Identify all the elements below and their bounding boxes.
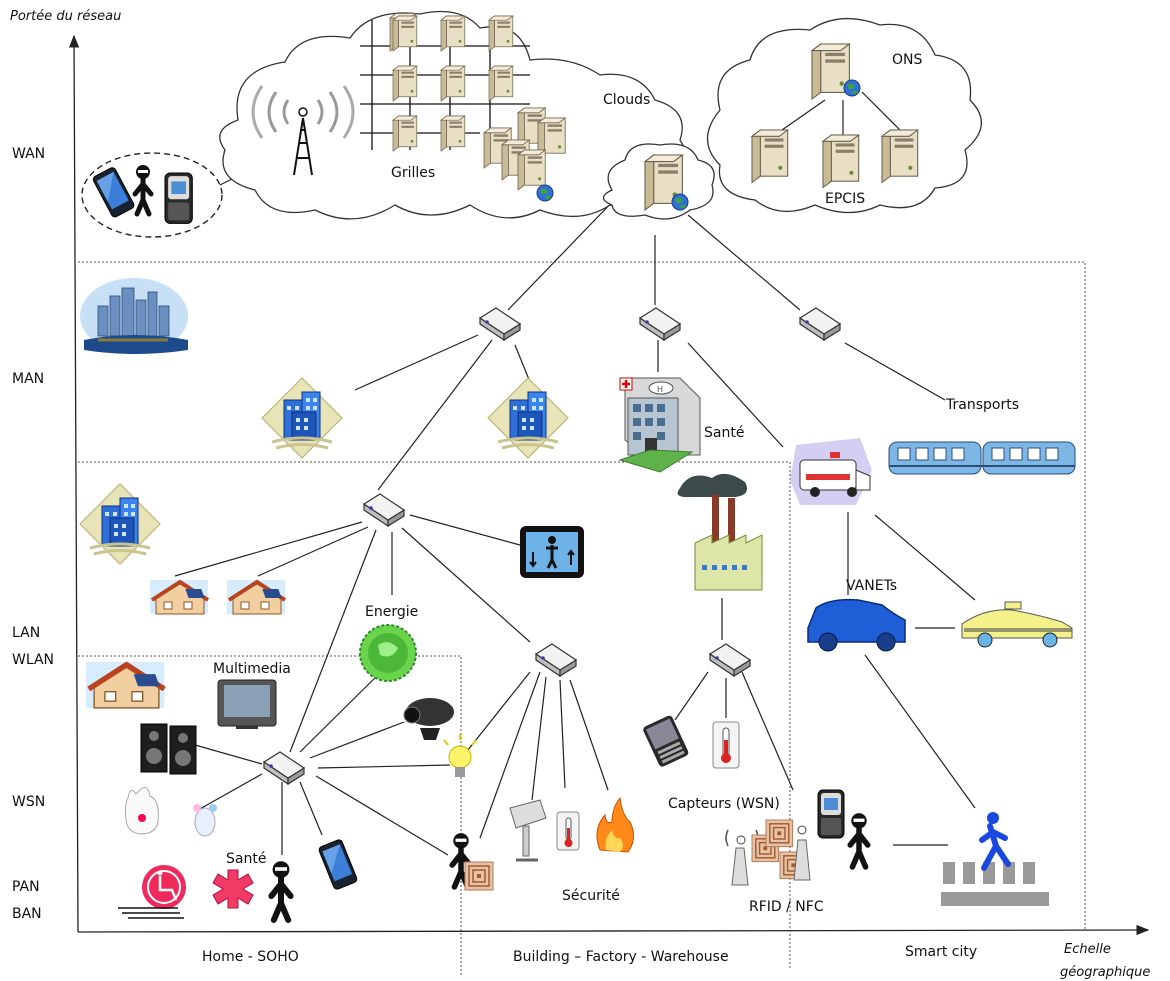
hub-man-2 bbox=[639, 307, 681, 341]
star-of-life-icon bbox=[212, 869, 254, 909]
column-building: Building – Factory - Warehouse bbox=[513, 949, 729, 965]
label-grilles: Grilles bbox=[391, 165, 435, 181]
thermometer-icon bbox=[712, 721, 740, 769]
antenna-icon bbox=[251, 85, 355, 176]
rfid-reader-cluster bbox=[725, 789, 845, 886]
label-rfid: RFID / NFC bbox=[749, 899, 824, 915]
lan-house-2 bbox=[225, 578, 287, 616]
security-camera-icon bbox=[509, 799, 547, 862]
gateway-server bbox=[644, 154, 689, 211]
level-man: MAN bbox=[12, 371, 44, 387]
column-smart-city: Smart city bbox=[905, 944, 977, 960]
x-axis-title-line2: géographique bbox=[1060, 965, 1150, 980]
label-capteurs: Capteurs (WSN) bbox=[668, 796, 780, 812]
city-skyline bbox=[80, 278, 188, 354]
ons-links bbox=[781, 91, 901, 135]
man-building-mid bbox=[486, 376, 570, 460]
webcam-icon bbox=[403, 698, 454, 740]
column-labels: Home - SOHO Building – Factory - Warehou… bbox=[202, 944, 977, 965]
level-wan: WAN bbox=[12, 146, 45, 162]
factory bbox=[677, 473, 763, 591]
lan-house-1 bbox=[148, 578, 210, 616]
small-bot-icon bbox=[193, 804, 217, 837]
fire-icon bbox=[596, 796, 634, 853]
car-icon bbox=[807, 598, 906, 652]
wheelchair-icon bbox=[118, 865, 186, 919]
energy-globe-icon bbox=[359, 624, 417, 682]
man-hubs bbox=[479, 307, 841, 341]
zone-man-boundary bbox=[78, 261, 1086, 930]
speakers-icon bbox=[140, 723, 197, 775]
home-house bbox=[86, 662, 164, 708]
level-pan: PAN bbox=[12, 879, 40, 895]
ambulance bbox=[790, 438, 872, 505]
tv-icon bbox=[217, 679, 277, 729]
smart-phone-sensor bbox=[643, 715, 689, 767]
train bbox=[888, 441, 1076, 475]
hub-man-1 bbox=[479, 307, 521, 341]
label-epcis: EPCIS bbox=[825, 191, 865, 207]
rfid-person bbox=[850, 813, 868, 867]
svg-text:H: H bbox=[657, 385, 663, 394]
level-wsn: WSN bbox=[12, 794, 45, 810]
label-sante-hospital: Santé bbox=[704, 425, 744, 441]
axes: Portée du réseau Echelle géographique bbox=[10, 9, 1150, 980]
lan-hub bbox=[363, 493, 405, 527]
factory-hub bbox=[709, 643, 751, 677]
label-sante-home: Santé bbox=[226, 851, 266, 867]
label-multimedia: Multimedia bbox=[213, 661, 291, 677]
level-wlan: WLAN bbox=[12, 652, 54, 668]
hospital: H bbox=[618, 377, 701, 473]
scope-zones bbox=[78, 261, 1086, 975]
column-home-soho: Home - SOHO bbox=[202, 949, 299, 965]
wan-users bbox=[91, 165, 193, 224]
building-rfid-tag bbox=[464, 861, 494, 891]
elevator-icon bbox=[520, 526, 584, 578]
rabbit-sensor-icon bbox=[124, 787, 159, 835]
security-thermometer-icon bbox=[556, 811, 580, 851]
level-lan: LAN bbox=[12, 625, 40, 641]
home-person bbox=[271, 861, 290, 920]
level-labels: WAN MAN LAN WLAN WSN PAN BAN bbox=[12, 146, 54, 922]
x-axis bbox=[77, 924, 1150, 936]
home-smartphone bbox=[317, 838, 359, 891]
label-vanets: VANETs bbox=[846, 578, 897, 594]
lan-building bbox=[78, 482, 162, 566]
phone-circle bbox=[81, 152, 223, 238]
zone-lan-boundary bbox=[78, 461, 791, 968]
label-securite: Sécurité bbox=[562, 888, 620, 904]
taxi-icon bbox=[961, 601, 1073, 648]
pedestrian-crossing-icon bbox=[941, 812, 1049, 906]
label-clouds: Clouds bbox=[603, 92, 650, 108]
hub-man-3 bbox=[799, 307, 841, 341]
network-links bbox=[174, 159, 976, 856]
level-ban: BAN bbox=[12, 906, 42, 922]
man-building-left bbox=[260, 376, 344, 460]
label-energie: Energie bbox=[365, 604, 418, 620]
label-transports: Transports bbox=[945, 397, 1019, 413]
lightbulb-icon bbox=[443, 734, 477, 777]
y-axis-title: Portée du réseau bbox=[10, 9, 121, 24]
y-axis bbox=[68, 34, 80, 933]
label-ons: ONS bbox=[892, 52, 922, 68]
home-hub bbox=[263, 751, 305, 785]
building-hub bbox=[535, 643, 577, 677]
x-axis-title-line1: Echelle bbox=[1064, 942, 1111, 957]
